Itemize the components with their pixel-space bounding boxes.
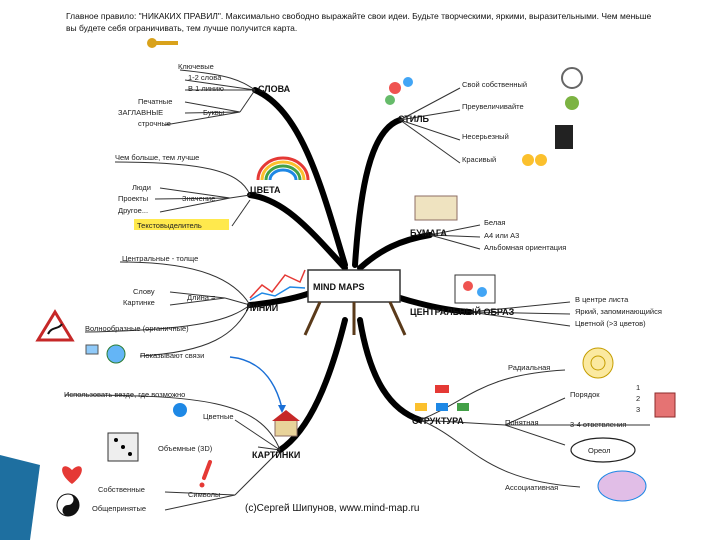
node-label: Яркий, запоминающийся: [575, 307, 662, 316]
butterfly-icon: [522, 154, 547, 166]
center-label: MIND MAPS: [313, 282, 365, 292]
highlight-marker: [134, 219, 229, 230]
node-label: 3: [636, 405, 640, 414]
center-easel-icon: MIND MAPS: [303, 269, 407, 336]
warning-sign-icon: [35, 309, 75, 342]
node-label: Ассоциативная: [505, 483, 558, 492]
copyright-text: (c)Сергей Шипунов, www.mind-map.ru: [245, 503, 420, 514]
org-chart-icon: [415, 385, 469, 411]
node-label: А4 или А3: [484, 231, 519, 240]
branch-title-bumaga: БУМАГА: [410, 228, 447, 238]
node-label: Белая: [484, 218, 505, 227]
exclamation-icon: [199, 460, 212, 488]
sub-branch-lines: [64, 69, 650, 511]
node-label: Картинке: [123, 298, 155, 307]
branch-title-stil: СТИЛЬ: [398, 114, 430, 124]
businessman-icon: [555, 125, 573, 149]
fingerprint-icon: [561, 67, 583, 89]
scroll-icon: [414, 195, 458, 221]
node-label: Альбомная ориентация: [484, 243, 566, 252]
node-label: 1: [636, 383, 640, 392]
branch-title-linii: ЛИНИИ: [246, 303, 278, 313]
branch-title-struktura: СТРУКТУРА: [412, 416, 464, 426]
node-label: Цветной (>3 цветов): [575, 319, 646, 328]
node-label: Длина =: [187, 293, 216, 302]
node-label: Показывают связи: [140, 351, 204, 360]
node-label: Чем больше, тем лучше: [115, 153, 199, 162]
line-chart-icon: [249, 269, 306, 301]
brain-icon: [597, 470, 647, 502]
node-label: Свой собственный: [462, 80, 527, 89]
branch-lines: [247, 87, 473, 453]
node-label: Проекты: [118, 194, 148, 203]
node-label: Слову: [133, 287, 155, 296]
network-icon: [85, 344, 126, 364]
branch-title-kartinki: КАРТИНКИ: [252, 450, 300, 460]
branch-title-obraz: ЦЕНТРАЛЬНЫЙ ОБРАЗ: [410, 306, 515, 317]
node-label: Цветные: [203, 412, 234, 421]
node-label: Использовать везде, где возможно: [64, 390, 185, 399]
bird-icon: [565, 96, 579, 110]
node-label: Преувеличивайте: [462, 102, 524, 111]
node-label: Ореол: [588, 446, 611, 455]
corner-decoration: [0, 455, 40, 540]
rainbow-icon: [256, 156, 310, 181]
node-label: Люди: [132, 183, 151, 192]
radial-wheel-icon: [582, 347, 614, 379]
node-label: ЗАГЛАВНЫЕ: [118, 108, 163, 117]
branch-title-tsveta: ЦВЕТА: [250, 185, 281, 195]
node-label: 3-4 ответвления: [570, 420, 626, 429]
node-label: Общепринятые: [92, 504, 146, 513]
connection-arrow: [229, 356, 283, 409]
juggler-icon: [385, 77, 413, 105]
heart-icon: [62, 466, 82, 484]
arrow-head-icon: [278, 405, 286, 413]
yin-yang-icon: [56, 493, 80, 517]
node-label: Собственные: [98, 485, 145, 494]
node-label: Объемные (3D): [158, 444, 213, 453]
node-label: В 1 линию: [188, 84, 224, 93]
intro-text: Главное правило: "НИКАКИХ ПРАВИЛ". Макси…: [66, 11, 652, 33]
painter-icon: [173, 403, 300, 437]
node-label: 2: [636, 394, 640, 403]
painting-icon: [454, 274, 496, 304]
key-icon: [147, 38, 178, 48]
node-label: 1-2 слова: [188, 73, 222, 82]
dice-icon: [107, 432, 139, 462]
node-label: Печатные: [138, 97, 172, 106]
node-label: Символы: [188, 490, 220, 499]
node-label: Текстовыделитель: [137, 221, 202, 230]
node-label: Значение: [182, 194, 215, 203]
node-label: Несерьезный: [462, 132, 509, 141]
node-label: Порядок: [570, 390, 600, 399]
node-label: Радиальная: [508, 363, 550, 372]
node-label: Центральные - толще: [122, 254, 198, 263]
node-label: Буквы: [203, 108, 224, 117]
branch-title-slova: СЛОВА: [258, 84, 291, 94]
node-label: Ключевые: [178, 62, 214, 71]
node-label: Волнообразные (органичные): [85, 324, 189, 333]
node-label: Понятная: [505, 418, 539, 427]
node-label: В центре листа: [575, 295, 629, 304]
node-label: Красивый: [462, 155, 496, 164]
halo-ellipse: [570, 437, 636, 463]
book-icon: [654, 392, 676, 418]
node-label: Другое...: [118, 206, 148, 215]
node-label: строчные: [138, 119, 171, 128]
